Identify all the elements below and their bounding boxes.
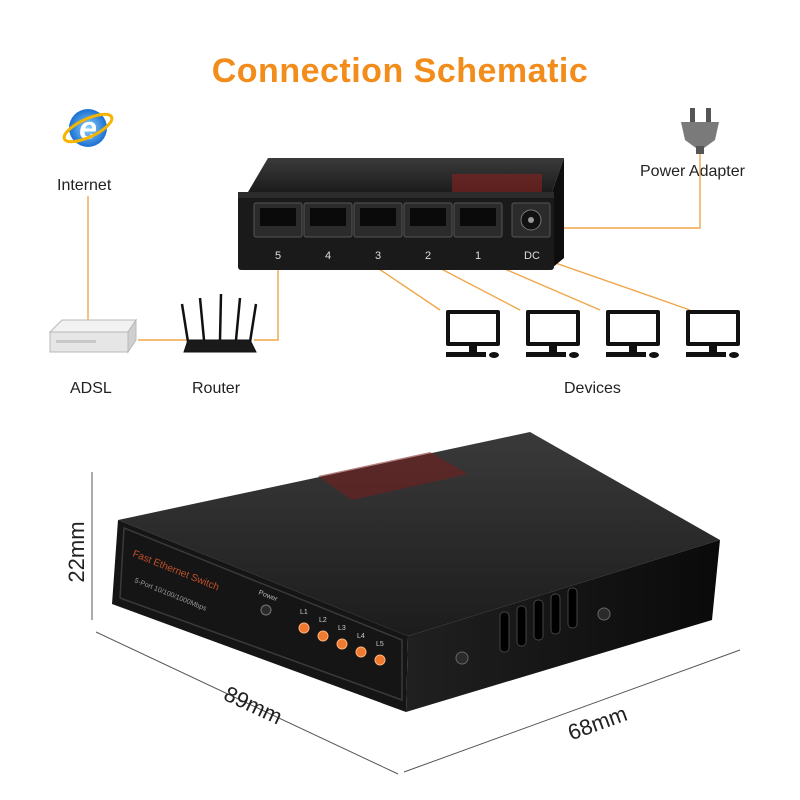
dc-jack — [511, 202, 551, 238]
port-1 — [453, 202, 503, 238]
bottom-switch: Fast Ethernet Switch 5-Port 10/100/1000M… — [112, 432, 720, 712]
side-vents — [499, 587, 578, 653]
port-4 — [303, 202, 353, 238]
device-monitor-icon — [446, 310, 500, 358]
led-label: L5 — [376, 641, 384, 648]
led-indicator — [298, 622, 310, 634]
led-indicator — [355, 646, 367, 658]
led-indicator — [317, 630, 329, 642]
port-label: 4 — [325, 250, 331, 262]
dimension-lines — [91, 472, 741, 775]
port-2 — [403, 202, 453, 238]
port-number-labels: 5 4 3 2 1 DC — [275, 250, 540, 262]
led-label: L3 — [338, 625, 346, 632]
port-label: 5 — [275, 250, 281, 262]
router-label: Router — [192, 380, 241, 397]
port-5 — [253, 202, 303, 238]
page-title: Connection Schematic — [211, 52, 589, 90]
device-monitor-icon — [686, 310, 740, 358]
led-label: L2 — [319, 617, 327, 624]
internet-icon: e — [62, 109, 114, 147]
port-label: 2 — [425, 250, 431, 262]
port-label: 3 — [375, 250, 381, 262]
port-3 — [353, 202, 403, 238]
devices-label: Devices — [564, 380, 621, 397]
router-icon — [180, 293, 258, 353]
power-led — [260, 604, 272, 616]
led-label: L1 — [300, 609, 308, 616]
power-adapter-label: Power Adapter — [640, 163, 745, 180]
device-monitor-icon — [526, 310, 580, 358]
device-monitor-icon — [606, 310, 660, 358]
dc-label: DC — [524, 250, 540, 262]
devices — [446, 310, 740, 358]
screw-icon — [455, 651, 469, 665]
switch-ports — [253, 202, 551, 238]
wire-router-port5 — [254, 242, 279, 341]
led-label: L4 — [357, 633, 365, 640]
height-dimension-label: 22mm — [64, 521, 89, 582]
adsl-label: ADSL — [70, 380, 112, 397]
adsl-modem-icon — [48, 318, 137, 354]
port-label: 1 — [475, 250, 481, 262]
width-dimension-line — [403, 649, 741, 773]
internet-label: Internet — [57, 177, 112, 194]
width-dimension-label: 68mm — [564, 701, 630, 745]
screw-icon — [597, 607, 611, 621]
wire-dc-power — [538, 150, 701, 229]
length-dimension-label: 89mm — [220, 681, 286, 729]
status-leds: L1 L2 L3 L4 L5 — [298, 609, 386, 666]
led-indicator — [336, 638, 348, 650]
led-indicator — [374, 654, 386, 666]
power-plug-icon — [681, 108, 719, 154]
length-dimension-line — [95, 631, 399, 775]
